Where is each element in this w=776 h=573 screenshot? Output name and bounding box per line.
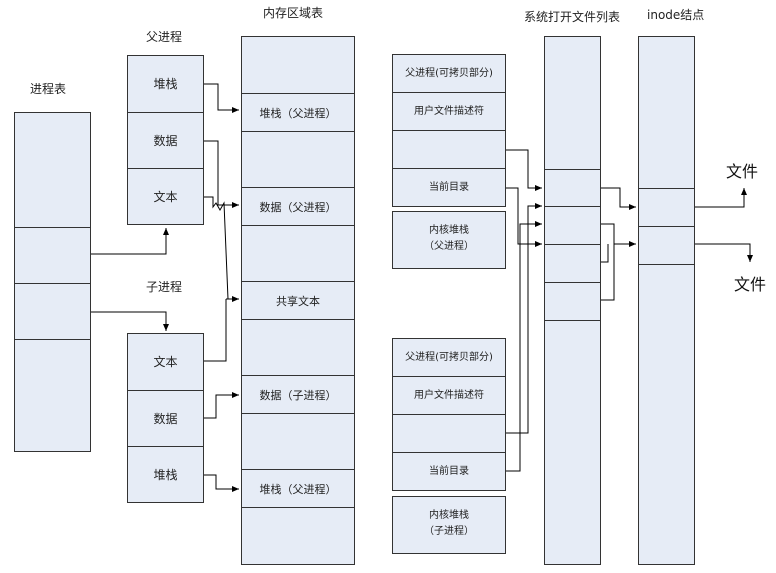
sys-open-file-table-title: 系统打开文件列表 [524, 10, 621, 24]
inode-table-title: inode结点 [647, 8, 705, 22]
arrow-child-cwd [506, 221, 542, 472]
file-table-entry [545, 206, 600, 245]
kernel-stack-label: 内核堆栈 [429, 225, 469, 236]
file-table-entry [545, 320, 600, 565]
arrow-file-to-inode-2 [601, 223, 636, 247]
region-entry-parent-stack: 堆栈（父进程） [242, 93, 354, 132]
region-entry [242, 319, 354, 376]
parent-region-data: 数据 [128, 112, 203, 169]
parent-copyable-part: 父进程(可拷贝部分) [405, 67, 493, 79]
line-file-to-inode-3 [601, 244, 609, 263]
parent-kernel-stack: 内核堆栈 （父进程） [392, 211, 506, 269]
region-entry [242, 413, 354, 470]
arrow-child-data [204, 392, 239, 419]
process-table [14, 112, 91, 452]
region-entry-shared-text: 共享文本 [242, 281, 354, 320]
file-label-2: 文件 [734, 275, 767, 294]
region-entry-stack: 堆栈（父进程） [242, 469, 354, 508]
child-kernel-stack: 内核堆栈 （子进程） [392, 496, 506, 554]
file-table-entry [545, 282, 600, 321]
child-user-fd-table: 用户文件描述符 [393, 376, 505, 415]
arrow-parent-fd [506, 149, 542, 191]
arrow-proc-to-parent [91, 228, 169, 255]
arrow-parent-stack [204, 83, 239, 113]
region-table-title: 内存区域表 [263, 6, 324, 20]
arrow-file-to-inode-1 [601, 187, 636, 210]
inode-entry-file-2 [639, 226, 694, 265]
child-region-text: 文本 [153, 354, 178, 369]
line-parent-text [204, 196, 239, 300]
arrow-parent-data [204, 140, 239, 208]
arrow-parent-cwd [506, 187, 542, 247]
child-process-title: 子进程 [146, 280, 183, 294]
parent-fd-slot [393, 130, 505, 169]
process-table-row-parent [15, 227, 90, 284]
region-entry-child-data: 数据（子进程） [242, 375, 354, 414]
parent-user-fd-table: 用户文件描述符 [393, 92, 505, 131]
parent-region-stack: 堆栈 [153, 76, 178, 91]
parent-u-area: 父进程(可拷贝部分) 用户文件描述符 当前目录 [392, 54, 506, 207]
arrow-inode-to-file-2 [695, 243, 753, 262]
arrow-proc-to-child [91, 311, 169, 331]
inode-table [638, 36, 695, 565]
inode-entry [639, 264, 694, 565]
file-table-entry [545, 169, 600, 207]
region-table: 堆栈（父进程） 数据（父进程） 共享文本 数据（子进程） 堆栈（父进程） [241, 36, 355, 565]
child-u-area: 父进程(可拷贝部分) 用户文件描述符 当前目录 [392, 338, 506, 491]
arrow-inode-to-file-1 [695, 188, 747, 208]
process-table-row [15, 339, 90, 452]
inode-entry-file-1 [639, 188, 694, 227]
child-region-stack: 堆栈 [128, 446, 203, 503]
line-child-text [204, 299, 227, 362]
region-entry [242, 131, 354, 188]
region-entry [242, 225, 354, 282]
arrow-child-stack [204, 474, 239, 492]
child-copyable-part: 父进程(可拷贝部分) [405, 351, 493, 363]
parent-process-title: 父进程 [146, 30, 183, 44]
child-region-table: 文本 数据 堆栈 [127, 333, 204, 503]
process-table-title: 进程表 [30, 82, 67, 96]
kernel-stack-owner: （子进程） [424, 526, 474, 537]
region-entry-parent-data: 数据（父进程） [242, 187, 354, 226]
region-entry [242, 507, 354, 565]
file-label-1: 文件 [726, 162, 759, 181]
child-current-dir: 当前目录 [393, 452, 505, 491]
kernel-stack-label: 内核堆栈 [429, 510, 469, 521]
parent-region-text: 文本 [128, 168, 203, 225]
parent-current-dir: 当前目录 [393, 168, 505, 207]
arrow-child-fd [506, 203, 542, 434]
child-region-data: 数据 [128, 390, 203, 447]
line-file-to-inode-4 [601, 244, 615, 301]
process-table-row-child [15, 283, 90, 340]
kernel-stack-owner: （父进程） [424, 241, 474, 252]
child-fd-slot [393, 414, 505, 453]
sys-open-file-table [544, 36, 601, 565]
parent-region-table: 堆栈 数据 文本 [127, 55, 204, 225]
file-table-entry [545, 244, 600, 283]
